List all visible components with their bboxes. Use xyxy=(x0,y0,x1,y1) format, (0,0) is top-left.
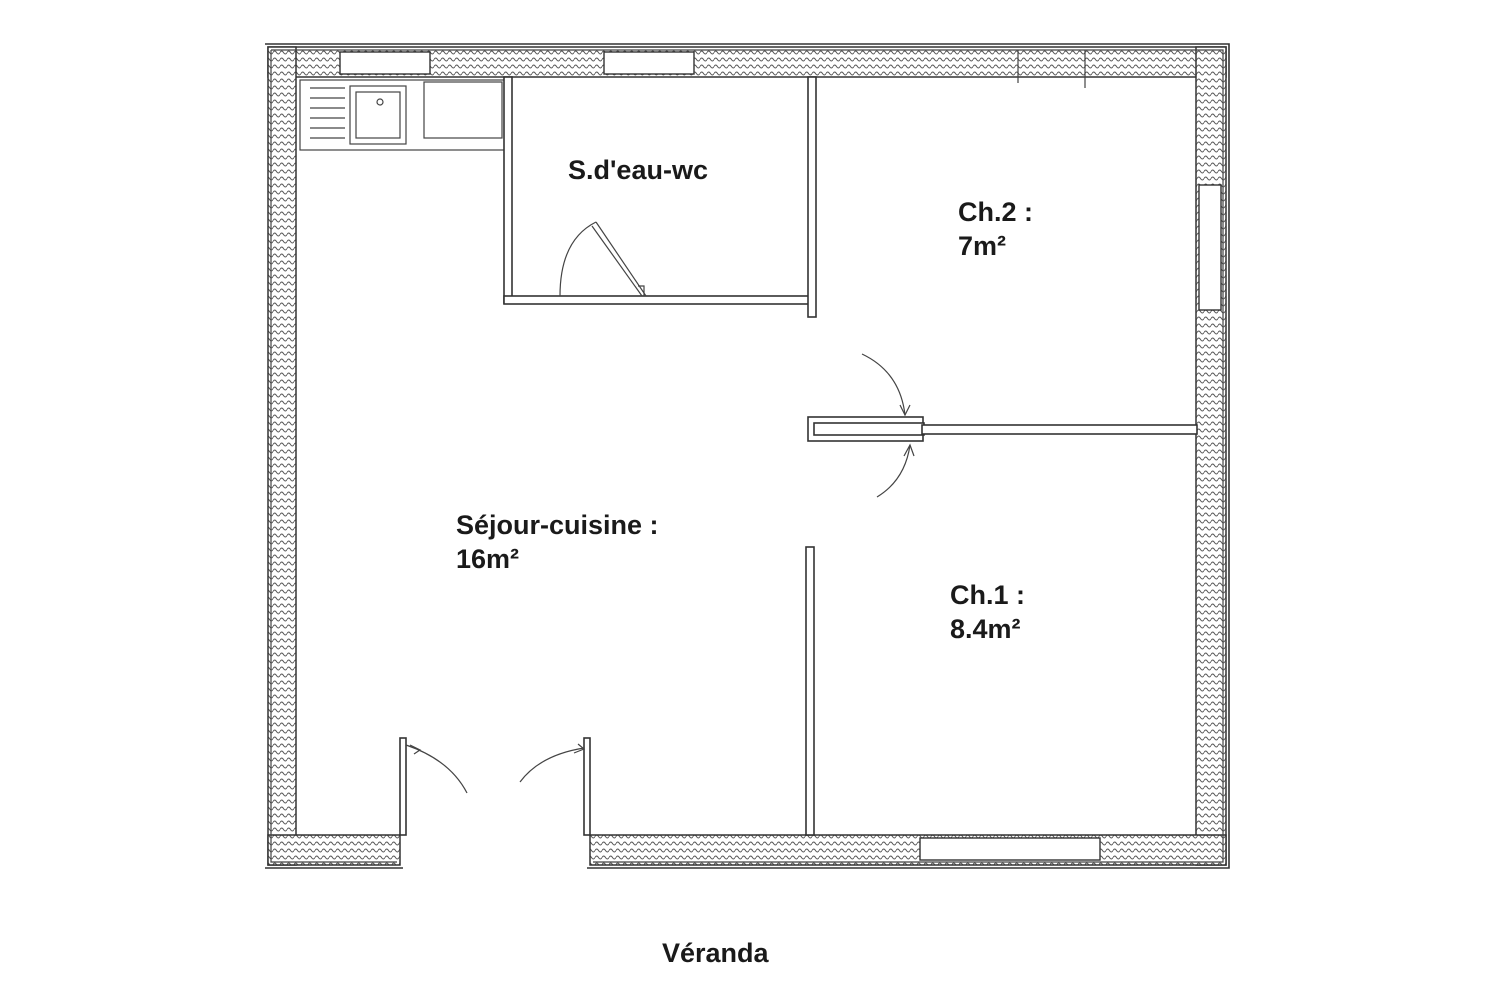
entrance-doors xyxy=(399,737,591,836)
room-name: Ch.1 : xyxy=(950,580,1026,610)
room-label-sejour: Séjour-cuisine : 16m² xyxy=(456,508,659,576)
outer-walls xyxy=(265,43,1230,869)
room-label-sdeau: S.d'eau-wc xyxy=(568,153,708,187)
room-area: 8.4m² xyxy=(950,614,1021,644)
room-area: 7m² xyxy=(958,231,1007,261)
room-label-ch1: Ch.1 : 8.4m² xyxy=(950,578,1025,646)
room-area: 16m² xyxy=(456,544,520,574)
room-name: Ch.2 : xyxy=(958,197,1034,227)
room-label-ch2: Ch.2 : 7m² xyxy=(958,195,1033,263)
bathroom-walls xyxy=(503,76,817,318)
kitchen-counter xyxy=(299,79,506,151)
room-name: Séjour-cuisine : xyxy=(456,510,659,540)
veranda-label: Véranda xyxy=(662,938,769,968)
outside-label-veranda: Véranda xyxy=(662,936,769,970)
room-name: S.d'eau-wc xyxy=(568,155,708,185)
wardrobe-marks xyxy=(1017,50,1086,88)
bedroom-walls xyxy=(805,353,1198,836)
windows xyxy=(339,51,1222,861)
